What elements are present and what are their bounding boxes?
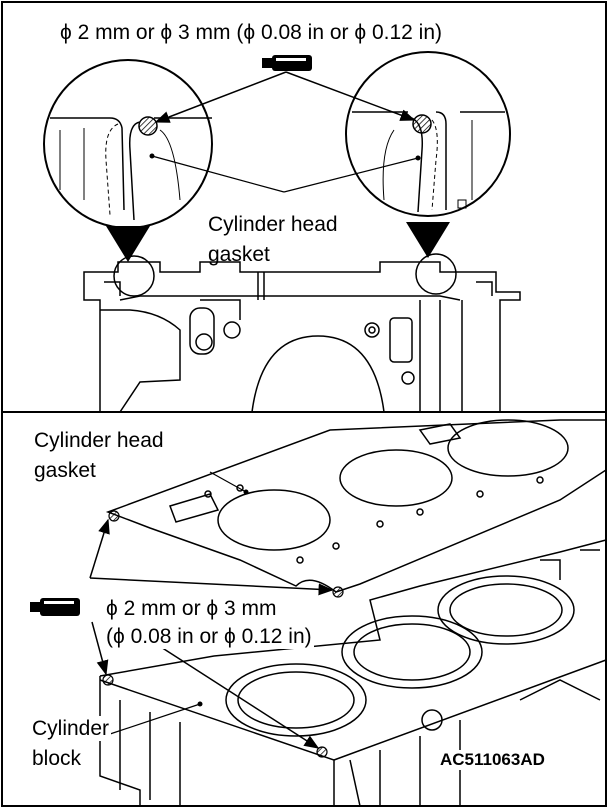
top-sealant-tube-icon (262, 55, 312, 71)
top-sealant-spec-label: ϕ 2 mm or ϕ 3 mm (ϕ 0.08 in or ϕ 0.12 in… (60, 21, 442, 44)
bottom-cylinder-block (99, 539, 607, 807)
bottom-sealant-tube-icon (30, 598, 80, 616)
top-left-pointer (106, 226, 150, 262)
top-right-sealant-bead (412, 114, 432, 134)
top-gasket-label-line2: gasket (208, 243, 270, 266)
top-right-magnified-view (345, 51, 511, 217)
bottom-block-label-line1: Cylinder (30, 716, 112, 741)
bottom-gasket-plate (105, 419, 607, 593)
top-left-sealant-bead (138, 116, 158, 136)
bottom-block-sealant-right (316, 746, 328, 758)
top-right-pointer (406, 222, 450, 258)
top-left-magnified-view (43, 59, 213, 229)
bottom-block-label-line2: block (30, 746, 84, 771)
bottom-sealant-spec-line1: ϕ 2 mm or ϕ 3 mm (104, 596, 279, 621)
bottom-gasket-label-line1: Cylinder head (32, 428, 166, 453)
bottom-gasket-label-line2: gasket (32, 458, 98, 483)
figure-code-label: AC511063AD (438, 750, 547, 770)
bottom-gasket-sealant-right (332, 586, 344, 598)
bottom-sealant-spec-line2: (ϕ 0.08 in or ϕ 0.12 in) (104, 624, 314, 649)
bottom-block-sealant-left (102, 674, 114, 686)
bottom-gasket-sealant-left (108, 510, 120, 522)
top-engine-block (83, 261, 521, 413)
top-gasket-label-line1: Cylinder head (206, 212, 340, 237)
